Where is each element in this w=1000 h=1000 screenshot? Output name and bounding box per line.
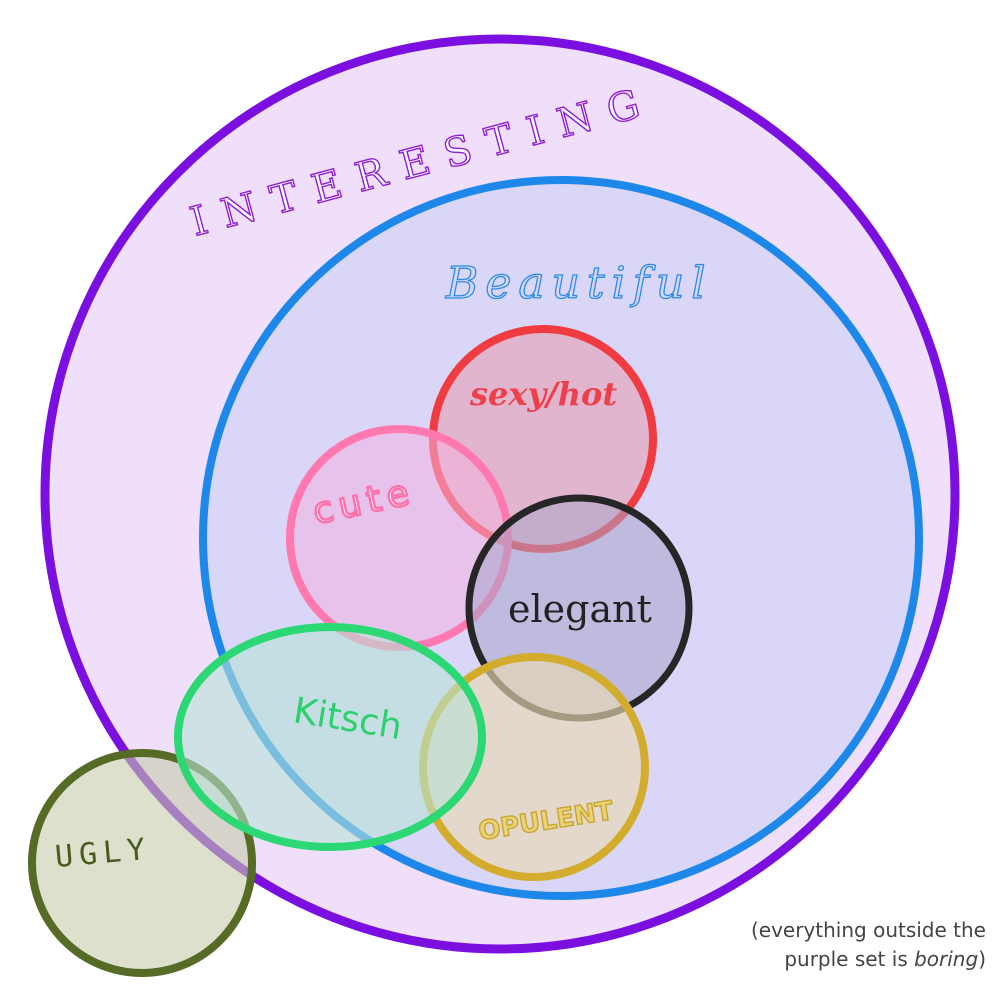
footnote-line-2-suffix: )	[978, 947, 986, 971]
footnote: (everything outside the purple set is bo…	[696, 916, 986, 974]
set-ugly-circle	[28, 749, 256, 977]
label-elegant: elegant	[508, 587, 652, 631]
footnote-line-2-prefix: purple set is	[784, 947, 915, 971]
label-beautiful: Beautiful	[445, 258, 712, 309]
label-sexy-hot: sexy/hot	[469, 375, 617, 413]
set-kitsch-ellipse	[174, 623, 486, 851]
footnote-line-1: (everything outside the	[750, 918, 986, 942]
footnote-boring: boring	[914, 947, 979, 971]
label-ugly: UGLY	[54, 832, 153, 875]
footnote-line-2: purple set is boring)	[696, 945, 986, 974]
